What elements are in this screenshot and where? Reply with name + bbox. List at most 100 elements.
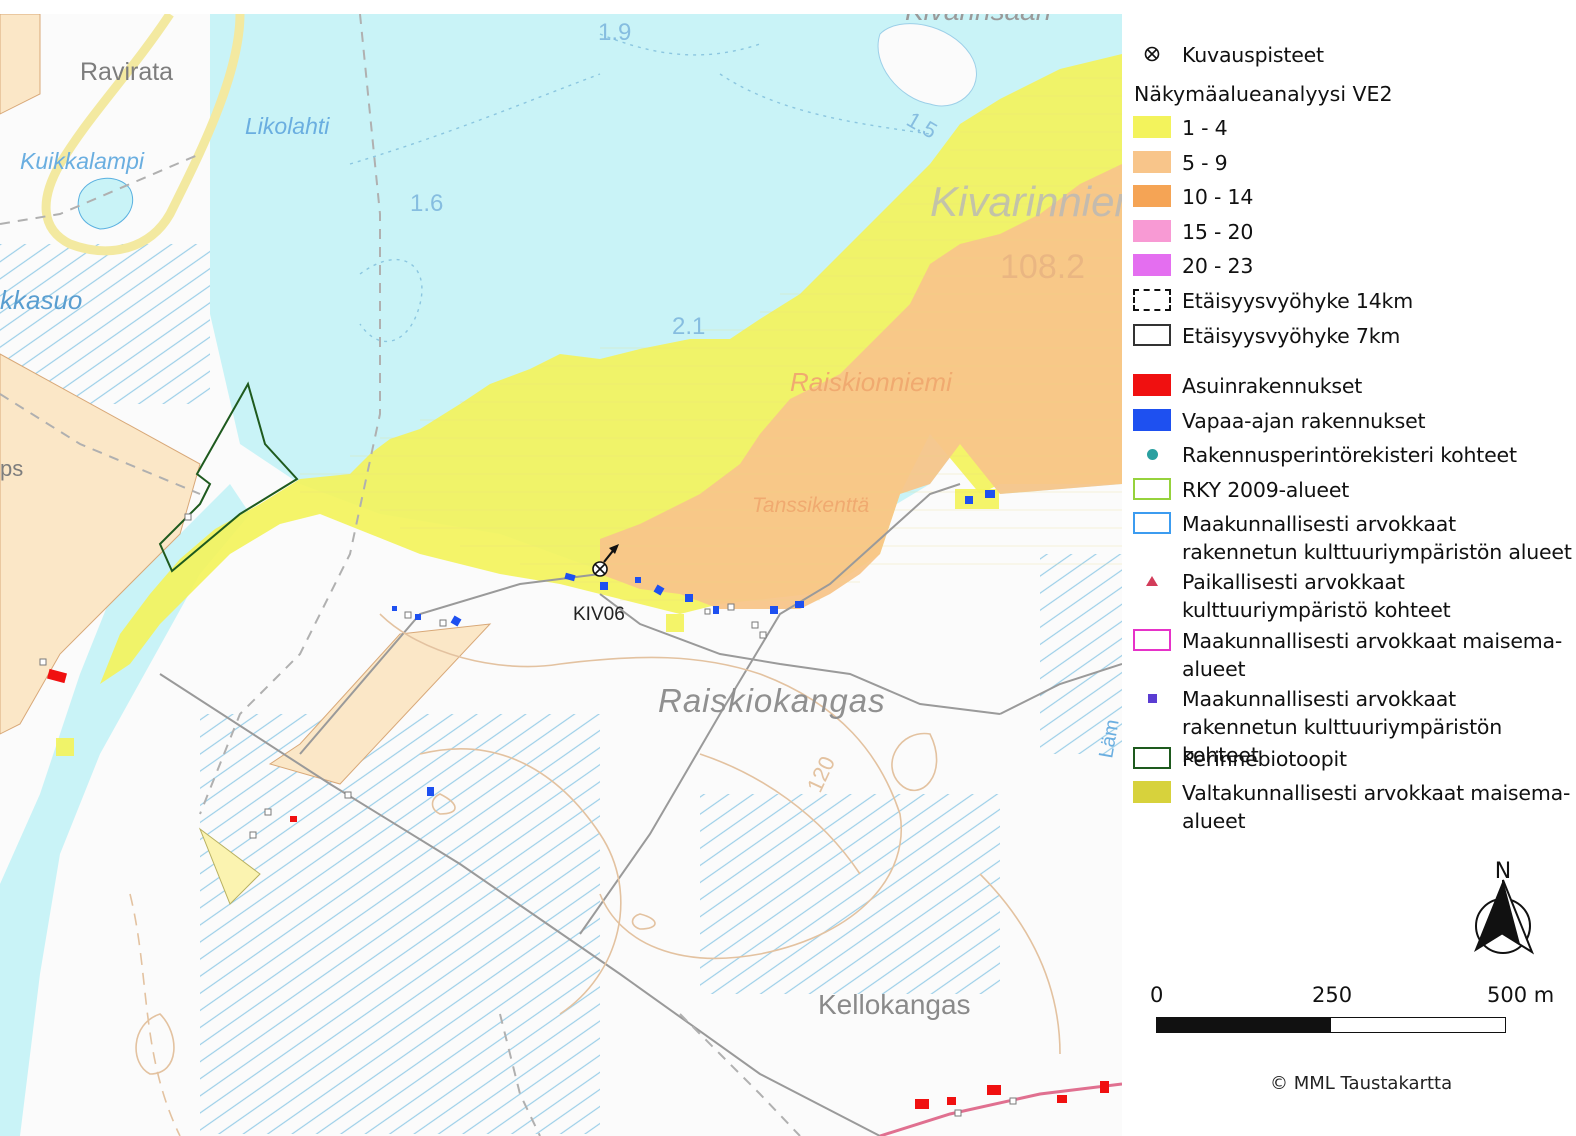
outline-icon xyxy=(1133,512,1171,534)
depth-contours xyxy=(349,33,931,343)
place-label-ps: ps xyxy=(0,456,23,481)
map-view[interactable]: Ravirata Kuikkalampi Likolahti kkasuo ps… xyxy=(0,14,1122,1136)
legend-label: 20 - 23 xyxy=(1182,254,1254,278)
legend-label: 15 - 20 xyxy=(1182,220,1254,244)
legend-label: 10 - 14 xyxy=(1182,185,1254,209)
marsh-area xyxy=(1040,554,1122,754)
contour-lines xyxy=(129,613,1061,1136)
viewshed-class-5-9 xyxy=(600,164,1122,609)
swatch-icon xyxy=(1133,254,1171,276)
scale-bar xyxy=(1156,1017,1506,1033)
north-arrow-icon: N xyxy=(1470,856,1536,956)
outline-icon xyxy=(1133,478,1171,500)
place-label-kivarinniemi: Kivarinniemi xyxy=(930,178,1122,225)
place-label-kellokangas: Kellokangas xyxy=(818,989,971,1020)
outline-icon xyxy=(1133,324,1171,346)
legend-class-4: 15 - 20 xyxy=(1132,218,1576,246)
legend-label: Perinnebiotoopit xyxy=(1182,747,1347,771)
scale-label-mid: 250 xyxy=(1312,983,1353,1007)
legend-label: Etäisyysvyöhyke 14km xyxy=(1182,289,1413,313)
legend-residential: Asuinrakennukset xyxy=(1132,372,1576,400)
viewshed-cell xyxy=(666,614,684,632)
scale-bar-white-segment xyxy=(1331,1018,1505,1032)
legend-regional-built-areas: Maakunnallisesti arvokkaat rakennetun ku… xyxy=(1132,510,1576,566)
marsh-area xyxy=(700,794,1000,994)
viewpoint-marker[interactable]: KIV06 xyxy=(573,544,625,625)
scale-bar-black-segment xyxy=(1157,1018,1331,1032)
legend-national-landscape: Valtakunnallisesti arvokkaat maisema-alu… xyxy=(1132,779,1576,835)
map-credit: © MML Taustakartta xyxy=(1270,1073,1453,1094)
triangle-icon xyxy=(1146,576,1158,586)
legend-label: Etäisyysvyöhyke 7km xyxy=(1182,324,1401,348)
legend-label: Maakunnallisesti arvokkaat maisema-aluee… xyxy=(1182,629,1563,681)
other-buildings xyxy=(39,513,1017,1117)
swatch-icon xyxy=(1133,151,1171,173)
legend-leisure: Vapaa-ajan rakennukset xyxy=(1132,407,1576,435)
perinnebiotooppi-area xyxy=(158,381,299,573)
river xyxy=(0,484,250,1136)
legend-label: Kuvauspisteet xyxy=(1182,43,1324,67)
place-label-likolahti: Likolahti xyxy=(245,113,330,139)
elevation-label: 108.2 xyxy=(1000,248,1085,286)
depth-label: 1.9 xyxy=(598,19,631,46)
swatch-icon xyxy=(1133,220,1171,242)
legend-regional-built-sites: Maakunnallisesti arvokkaat rakennetun ku… xyxy=(1132,685,1576,769)
legend-panel: Kuvauspisteet Näkymäalueanalyysi VE2 1 -… xyxy=(1122,0,1576,1136)
field-area xyxy=(0,14,41,115)
legend-label: 5 - 9 xyxy=(1182,151,1228,175)
viewshed-cell xyxy=(56,738,74,756)
legend-rky: RKY 2009-alueet xyxy=(1132,476,1576,504)
swatch-icon xyxy=(1133,409,1171,431)
legend-zone-14km: Etäisyysvyöhyke 14km xyxy=(1132,287,1576,315)
place-label-raiskiokangas: Raiskiokangas xyxy=(658,682,886,719)
swatch-icon xyxy=(1133,781,1171,803)
north-label: N xyxy=(1495,859,1511,884)
scale-label-max: 500 m xyxy=(1487,983,1555,1007)
marsh-area xyxy=(200,714,600,1134)
legend-biotopes: Perinnebiotoopit xyxy=(1132,745,1576,773)
legend-label: Maakunnallisesti arvokkaat rakennetun ku… xyxy=(1182,687,1503,767)
dot-icon xyxy=(1146,448,1158,460)
legend-local-sites: Paikallisesti arvokkaat kulttuuriympäris… xyxy=(1132,568,1576,624)
place-label-kivarinsaari: Kivarinsaari xyxy=(905,14,1052,26)
field-area xyxy=(198,827,261,905)
legend-class-5: 20 - 23 xyxy=(1132,252,1576,280)
legend-class-1: 1 - 4 xyxy=(1132,114,1576,142)
field-area xyxy=(0,353,201,735)
legend-analysis-title: Näkymäalueanalyysi VE2 xyxy=(1134,82,1393,106)
square-icon xyxy=(1147,693,1157,703)
place-label-raiskionniemi: Raiskionniemi xyxy=(790,367,953,397)
legend-item-viewpoints: Kuvauspisteet xyxy=(1132,41,1576,69)
viewshed-grid xyxy=(300,77,1122,601)
scale-label-min: 0 xyxy=(1150,983,1164,1007)
swatch-icon xyxy=(1133,374,1171,396)
legend-label: RKY 2009-alueet xyxy=(1182,478,1350,502)
paths-dashed xyxy=(0,14,801,1136)
depth-label: 1.6 xyxy=(410,190,443,217)
swatch-icon xyxy=(1133,185,1171,207)
swatch-icon xyxy=(1133,116,1171,138)
place-label-ravirata: Ravirata xyxy=(80,58,173,86)
outline-icon xyxy=(1133,747,1171,769)
race-track xyxy=(41,14,245,256)
outline-icon xyxy=(1133,629,1171,651)
legend-heritage-registry: Rakennusperintörekisteri kohteet xyxy=(1132,441,1576,469)
depth-label: 2.1 xyxy=(672,313,705,340)
legend-regional-landscape: Maakunnallisesti arvokkaat maisema-aluee… xyxy=(1132,627,1576,683)
legend-label: Rakennusperintörekisteri kohteet xyxy=(1182,443,1517,467)
legend-zone-7km: Etäisyysvyöhyke 7km xyxy=(1132,322,1576,350)
legend-label: Asuinrakennukset xyxy=(1182,374,1363,398)
kuikkalampi-lake xyxy=(77,177,134,230)
dashed-outline-icon xyxy=(1133,289,1171,311)
field-area xyxy=(268,623,492,785)
legend-label: Maakunnallisesti arvokkaat rakennetun ku… xyxy=(1182,512,1572,564)
legend-label: Valtakunnallisesti arvokkaat maisema-alu… xyxy=(1182,781,1571,833)
legend-class-2: 5 - 9 xyxy=(1132,149,1576,177)
residential-buildings xyxy=(47,668,1109,1109)
legend-label: Vapaa-ajan rakennukset xyxy=(1182,409,1426,433)
road-network xyxy=(159,483,1122,1136)
viewpoint-label: KIV06 xyxy=(573,604,625,625)
leisure-buildings xyxy=(392,490,995,796)
viewpoint-symbol-icon xyxy=(1132,41,1172,67)
legend-label: Paikallisesti arvokkaat kulttuuriympäris… xyxy=(1182,570,1451,622)
